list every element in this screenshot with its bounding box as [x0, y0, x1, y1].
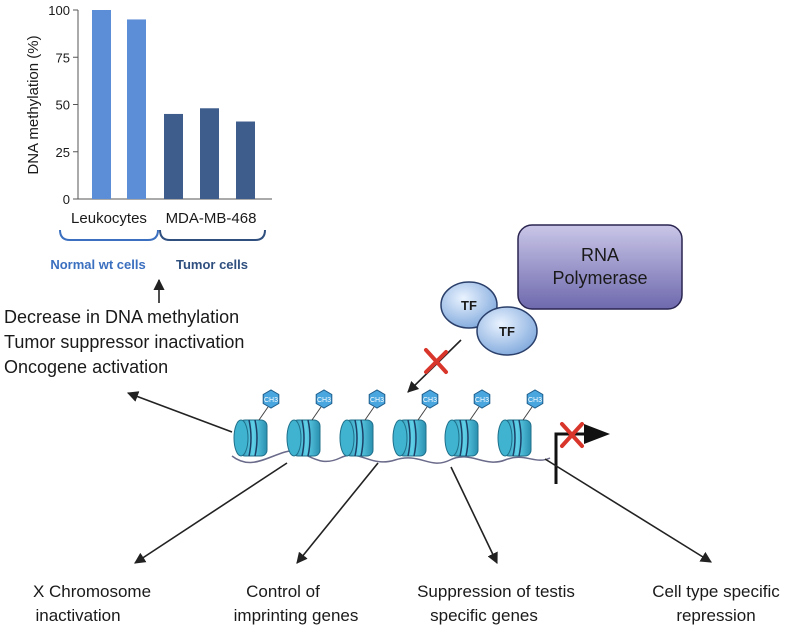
ch3-methyl-icon	[473, 389, 491, 409]
y-axis-label: DNA methylation (%)	[25, 35, 42, 174]
ch3-label: CH3	[370, 397, 384, 404]
outcome-captions: X Chromosome inactivation Control of imp…	[33, 582, 780, 625]
y-tick-label: 75	[56, 50, 70, 65]
nucleosome: CH3	[339, 389, 386, 457]
bracket-normal	[59, 229, 159, 241]
arrow-imprinting	[296, 462, 379, 564]
transcription-complex: RNA Polymerase TF TF	[407, 224, 683, 393]
nucleosome: CH3	[444, 389, 491, 457]
bar-leukocytes-1	[92, 10, 111, 199]
arrow-x-chromosome	[134, 462, 288, 564]
effect-line-2: Tumor suppressor inactivation	[4, 332, 244, 352]
caption-cell-type-1: Cell type specific	[652, 582, 780, 601]
tss-block-x-icon	[560, 422, 584, 448]
ch3-methyl-icon	[368, 389, 386, 409]
ch3-label: CH3	[264, 397, 278, 404]
nucleosome: CH3	[233, 389, 280, 457]
tf-circle-2	[476, 306, 538, 356]
y-tick-label: 25	[56, 145, 70, 160]
caption-x-chromosome-1: X Chromosome	[33, 582, 151, 601]
rna-polymerase-label-2: Polymerase	[552, 268, 647, 288]
arrow-testis	[450, 466, 498, 565]
bracket-label-tumor: Tumor cells	[176, 257, 248, 272]
tf-label-2: TF	[499, 324, 515, 339]
group-label-leukocytes: Leukocytes	[71, 210, 147, 227]
nucleosome: CH3	[497, 389, 544, 457]
rna-polymerase-box	[517, 224, 683, 310]
caption-imprinting-2: imprinting genes	[234, 606, 359, 625]
nucleosome: CH3	[286, 389, 333, 457]
bar-mda-mb-468-2	[200, 108, 219, 199]
caption-testis-2: specific genes	[430, 606, 538, 625]
bracket-label-normal: Normal wt cells	[50, 257, 145, 272]
bar-mda-mb-468-1	[164, 113, 183, 199]
bar-mda-mb-468-3	[236, 121, 255, 199]
effect-line-1: Decrease in DNA methylation	[4, 307, 239, 327]
ch3-label: CH3	[423, 397, 437, 404]
block-x-icon	[424, 348, 448, 374]
group-label-mda-mb-468: MDA-MB-468	[166, 210, 257, 227]
dna-strand	[231, 450, 551, 464]
ch3-label: CH3	[475, 397, 489, 404]
nucleosome: CH3	[392, 389, 439, 457]
effects-list: Decrease in DNA methylation Tumor suppre…	[4, 307, 244, 377]
tss-flag	[554, 432, 588, 484]
effect-line-3: Oncogene activation	[4, 357, 168, 377]
caption-imprinting-1: Control of	[246, 582, 320, 601]
bracket-tumor	[159, 229, 266, 241]
y-tick-label: 100	[48, 3, 70, 18]
chromatin: CH3 CH3 CH3 CH3 CH3 CH3	[231, 389, 610, 484]
arrow-cell-type	[544, 458, 712, 563]
ch3-methyl-icon	[421, 389, 439, 409]
ch3-label: CH3	[528, 397, 542, 404]
methylation-bar-chart: 0 25 50 75 100 DNA methylation (%) Leukocyte…	[25, 3, 272, 272]
bars	[92, 10, 255, 200]
arrow-to-effects	[126, 391, 233, 433]
y-tick-label: 0	[63, 192, 70, 207]
caption-testis-1: Suppression of testis	[417, 582, 575, 601]
bar-leukocytes-2	[127, 19, 146, 200]
caption-cell-type-2: repression	[676, 606, 755, 625]
y-tick-label: 50	[56, 98, 70, 113]
ch3-methyl-icon	[315, 389, 333, 409]
ch3-label: CH3	[317, 397, 331, 404]
ch3-methyl-icon	[526, 389, 544, 409]
tss-arrow-icon	[584, 424, 610, 444]
nucleosomes: CH3 CH3 CH3 CH3 CH3 CH3	[233, 389, 544, 457]
rna-polymerase-label-1: RNA	[581, 245, 619, 265]
tf-label-1: TF	[461, 298, 477, 313]
caption-x-chromosome-2: inactivation	[35, 606, 120, 625]
y-axis-ticks: 0 25 50 75 100	[48, 3, 78, 207]
ch3-methyl-icon	[262, 389, 280, 409]
